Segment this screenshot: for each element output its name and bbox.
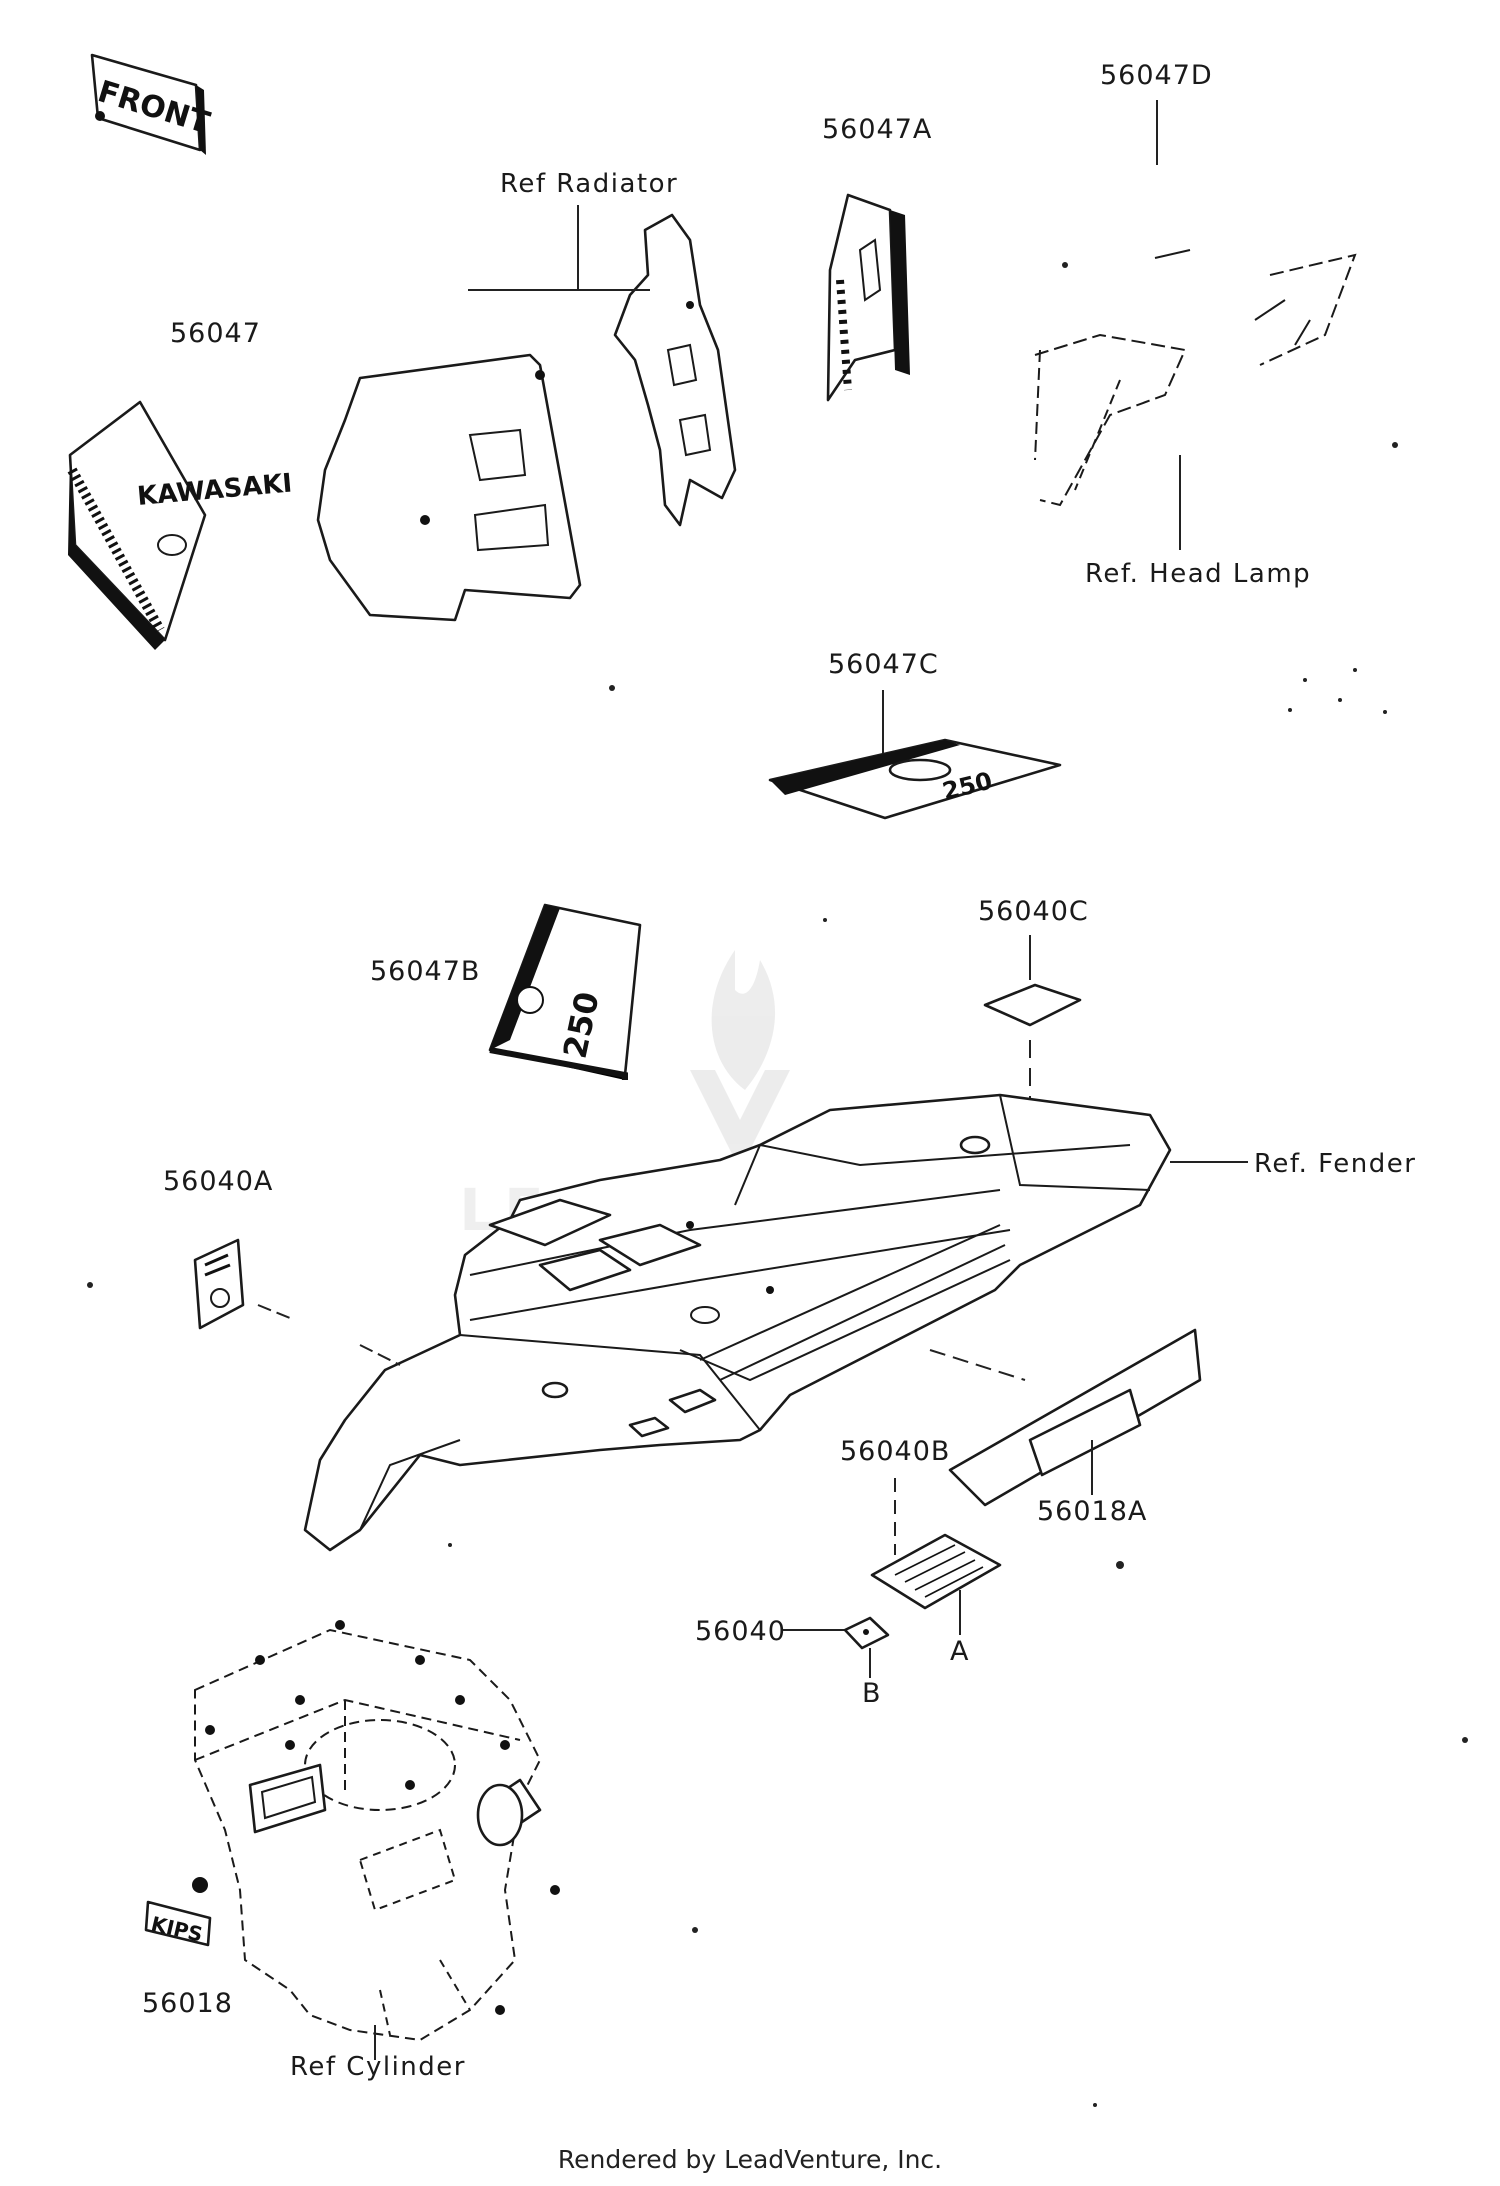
callout-56040B: 56040B xyxy=(840,1436,950,1467)
footer-credit: Rendered by LeadVenture, Inc. xyxy=(558,2145,942,2174)
label-56040A xyxy=(193,1238,245,1330)
callout-56047D: 56047D xyxy=(1100,60,1213,91)
radiator-shroud xyxy=(613,213,737,527)
callout-56047: 56047 xyxy=(170,318,261,349)
head-lamp-decal-56047D xyxy=(1034,249,1357,507)
label-56040B xyxy=(870,1533,1002,1610)
callout-56047B: 56047B xyxy=(370,956,480,987)
side-number-decal-56047B: 250 xyxy=(488,903,642,1080)
callout-56040A: 56040A xyxy=(163,1166,273,1197)
scan-specks xyxy=(87,262,1468,2107)
kips-decal-56018: KIPS xyxy=(144,1900,212,1947)
side-decal-56047: KAWASAKI xyxy=(67,400,293,650)
callout-56040C: 56040C xyxy=(978,896,1089,927)
callout-56018A: 56018A xyxy=(1037,1496,1147,1527)
callout-56047A: 56047A xyxy=(822,114,932,145)
marker-b: B xyxy=(862,1678,882,1709)
marker-a: A xyxy=(950,1636,969,1667)
ref-fender-label: Ref. Fender xyxy=(1254,1149,1416,1179)
leadventure-watermark-logo xyxy=(690,950,790,1170)
tank-decal-56047C: 250 xyxy=(768,738,1062,820)
ref-cylinder-label: Ref Cylinder xyxy=(290,2052,466,2082)
callout-56040: 56040 xyxy=(695,1616,786,1647)
ref-radiator-label: Ref Radiator xyxy=(500,169,678,199)
label-56040C xyxy=(983,983,1082,1027)
label-56040 xyxy=(843,1616,890,1650)
front-direction-tag: FRONT xyxy=(90,53,214,155)
callout-56018: 56018 xyxy=(142,1988,233,2019)
tecate-decal-56018A: TECATE xyxy=(948,1328,1202,1507)
rear-fender-assembly xyxy=(303,1093,1172,1552)
shroud-decal-56047A xyxy=(826,193,910,402)
side-panel-left xyxy=(316,353,582,622)
callout-56047C: 56047C xyxy=(828,649,939,680)
cylinder-assembly xyxy=(192,1620,560,2042)
ref-head-lamp-label: Ref. Head Lamp xyxy=(1085,559,1311,589)
